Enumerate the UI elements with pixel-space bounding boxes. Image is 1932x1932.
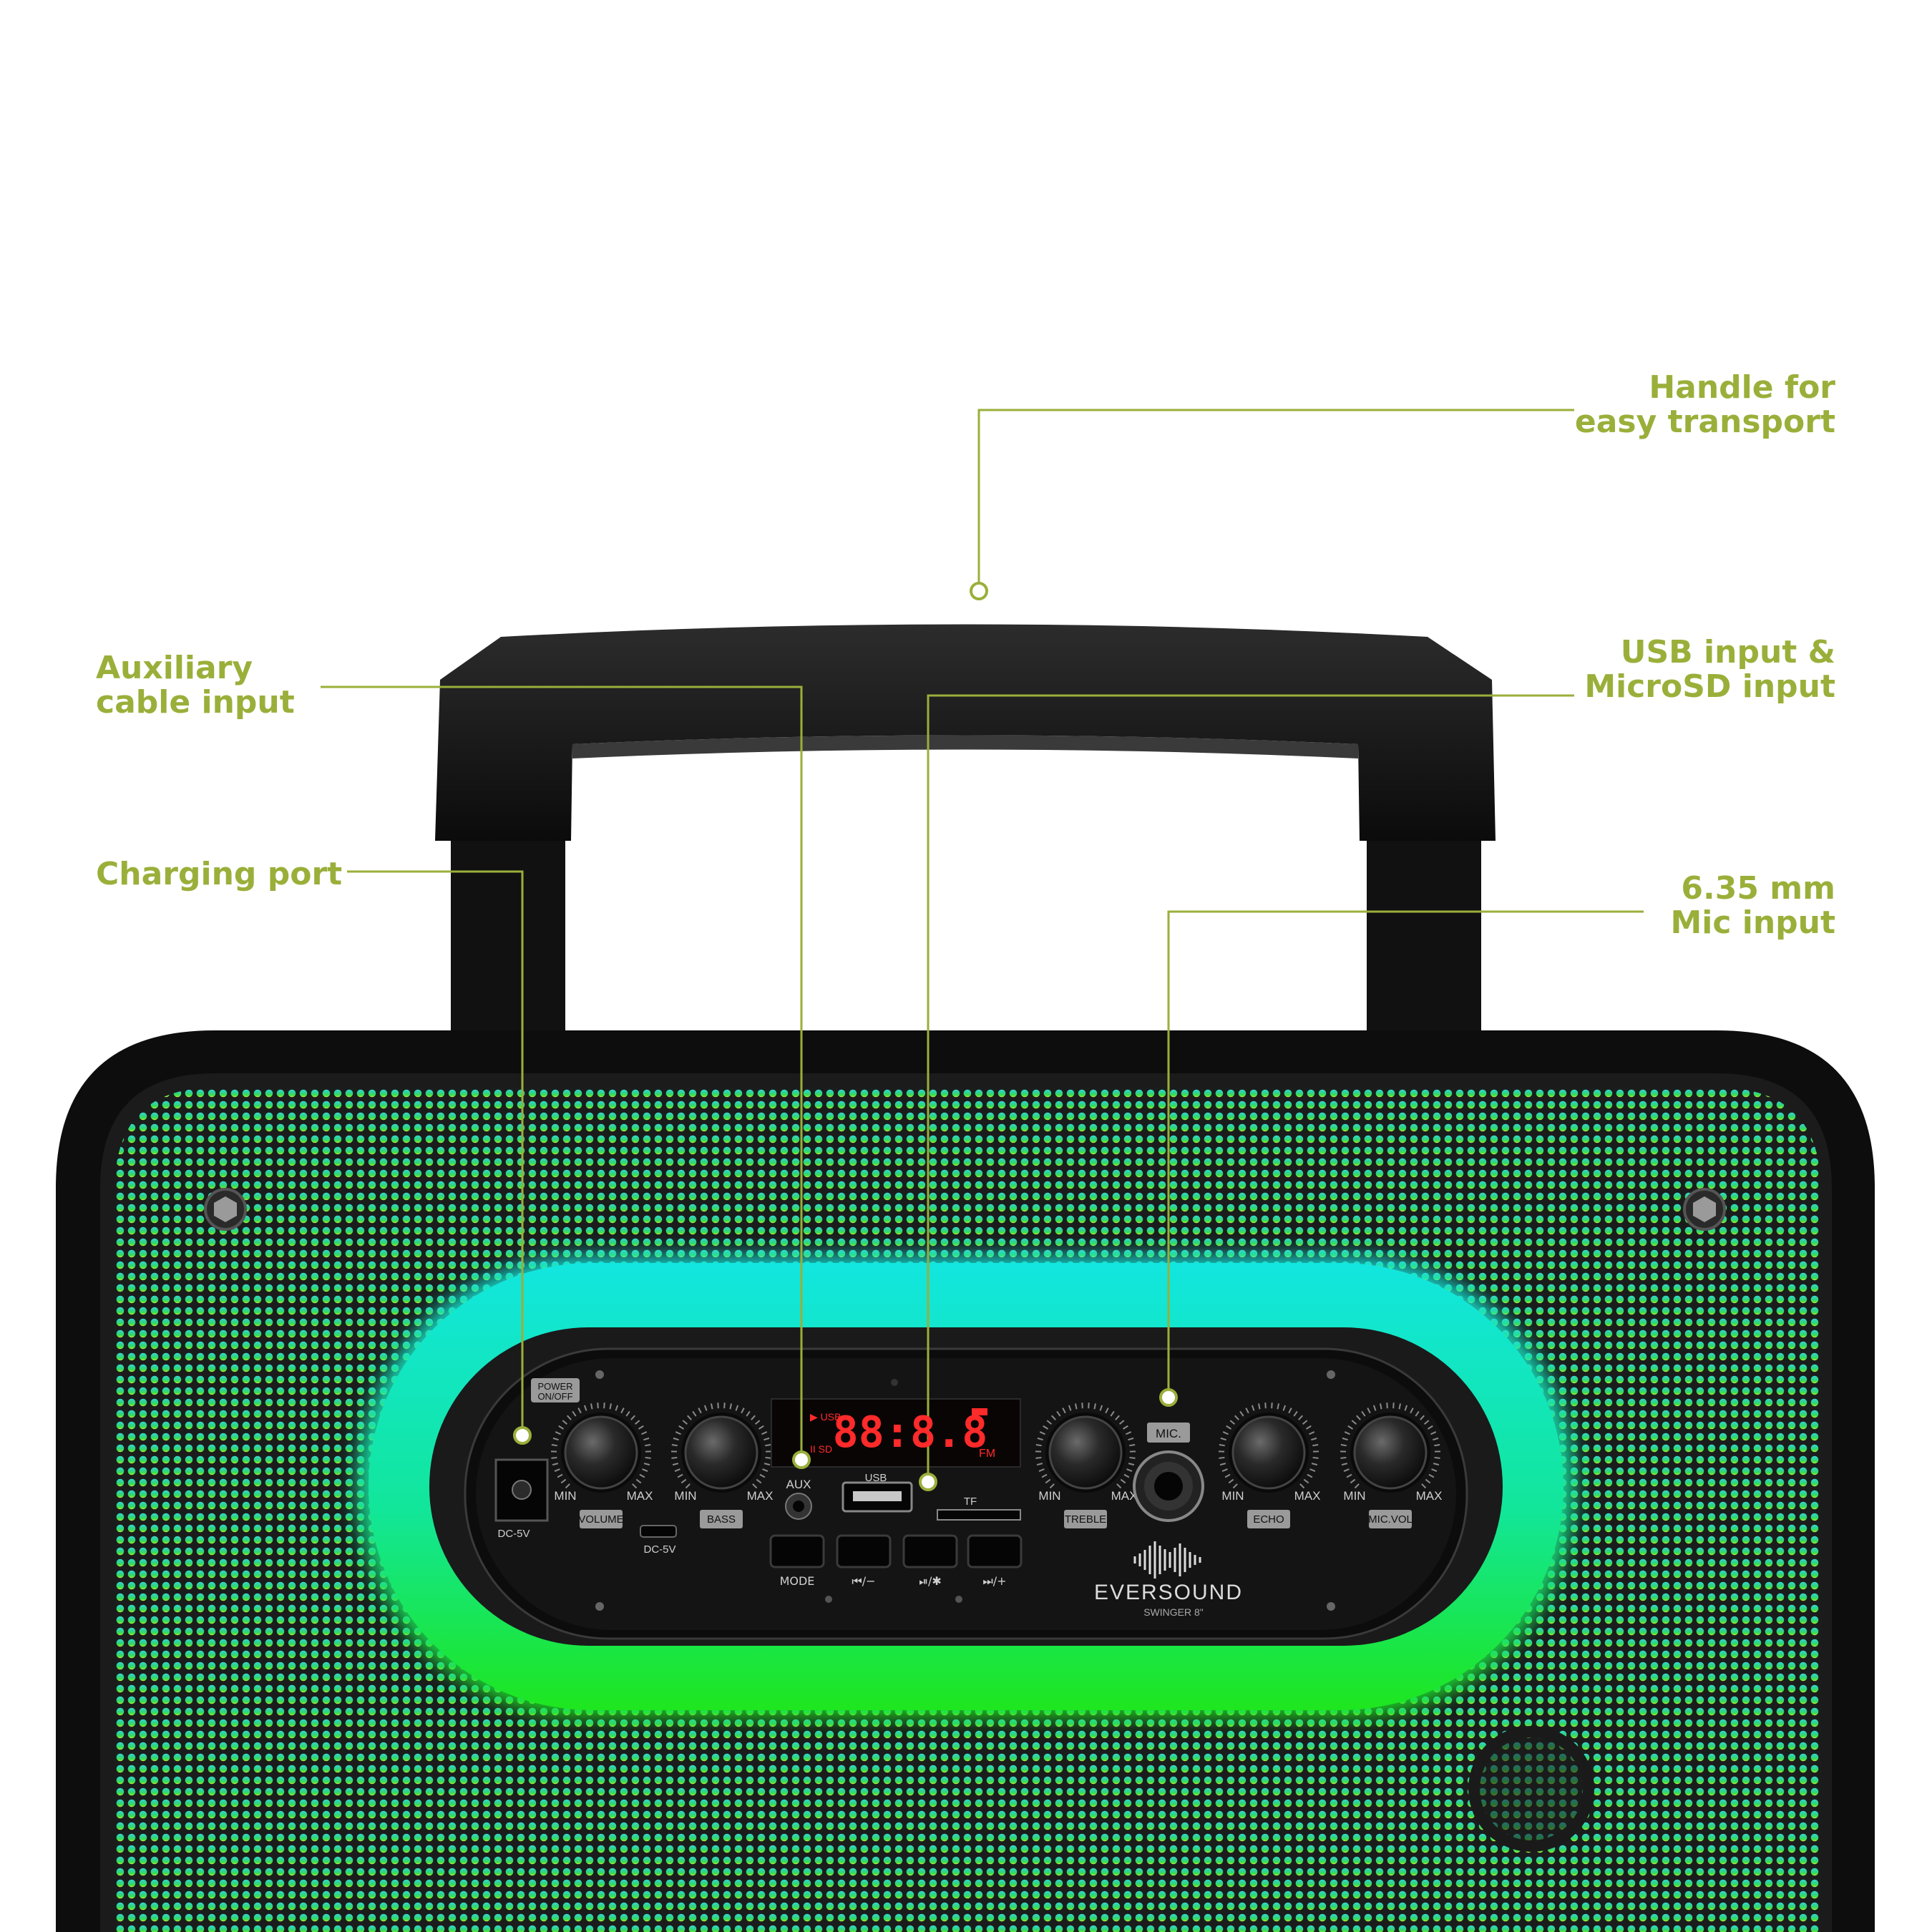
dc-label: DC-5V [497,1528,530,1540]
aux-jack[interactable] [785,1493,812,1520]
dc-power-jack[interactable] [494,1458,549,1522]
knob-label-badge [1247,1510,1290,1528]
model-name: SWINGER 8" [1143,1606,1204,1618]
knob-echo[interactable]: MIN MAX ECHO [1218,1402,1321,1528]
callout-lines [321,409,1644,1482]
knob-min-label: MIN [1343,1489,1365,1503]
knob-max-label: MAX [1294,1489,1321,1503]
panel-button-label: ⏯/✱ [919,1574,942,1588]
callout-mic: 6.35 mm Mic input [1478,872,1835,940]
knob-label-badge [1369,1510,1412,1528]
power-label-line2: ON/OFF [537,1391,572,1402]
vent-grille [1468,1726,1594,1852]
callout-aux-line1: Auxiliary [96,650,253,686]
mic-label: MIC. [1156,1427,1181,1440]
knob-bass[interactable]: MIN MAX BASS [670,1402,774,1528]
brand-logo-icon [1133,1541,1201,1579]
dc-label-micro: DC-5V [643,1543,675,1556]
knob-min-label: MIN [1038,1489,1060,1503]
brand-name: EVERSOUND [1094,1581,1243,1604]
knob-label: MIC.VOL [1368,1513,1413,1526]
callout-mic-line1: 6.35 mm [1681,870,1835,907]
panel-button[interactable]: ⏭/+ [967,1534,1023,1588]
callout-handle-line1: Handle for [1649,369,1835,406]
panel-labels: POWER ON/OFF DC-5V DC-5V AUX USB TF MIC.… [497,1381,1243,1618]
usb-port[interactable] [841,1481,913,1513]
callout-usb: USB input & MicroSD input [1478,635,1835,704]
indicator-led [955,1596,962,1603]
display-usb-indicator: ▶ USB [810,1411,841,1423]
power-label-line1: POWER [537,1381,572,1392]
knob-max-label: MAX [1111,1489,1138,1503]
knob-volume[interactable]: MIN MAX VOLUME [550,1402,653,1528]
callout-usb-line1: USB input & [1620,634,1835,670]
panel-button-label: ⏮/− [852,1574,875,1588]
carry-handle[interactable] [435,624,1496,1045]
led-display [771,1398,1021,1468]
knob-label: ECHO [1253,1513,1284,1526]
knob-label: TREBLE [1065,1513,1106,1526]
screw-left-icon [204,1188,247,1231]
panel-button[interactable]: MODE [769,1534,825,1588]
display-digits: 88:8.8 [833,1407,988,1458]
mic-jack[interactable] [1133,1450,1204,1522]
callout-charging: Charging port [96,857,382,892]
microsd-slot[interactable] [937,1509,1021,1521]
aux-label: AUX [786,1478,811,1491]
knob-label-badge [1064,1510,1107,1528]
panel-button-label: MODE [780,1574,815,1588]
callout-aux: Auxiliary cable input [96,651,382,720]
knob-min-label: MIN [554,1489,576,1503]
callout-handle-line2: easy transport [1574,404,1835,440]
knob-label-badge [700,1510,743,1528]
callout-usb-line2: MicroSD input [1584,668,1835,705]
panel-button-label: ⏭/+ [982,1574,1006,1588]
callout-charging-line1: Charging port [96,856,343,892]
callout-dots [513,582,1178,1491]
micro-usb-port[interactable] [640,1525,677,1538]
knob-label: BASS [707,1513,736,1526]
callout-aux-line2: cable input [96,684,295,721]
panel-button[interactable]: ⏯/✱ [902,1534,958,1588]
knob-min-label: MIN [674,1489,696,1503]
knob-min-label: MIN [1221,1489,1244,1503]
knob-treble[interactable]: MIN MAX TREBLE [1035,1402,1137,1528]
display-sd-indicator: II SD [810,1443,832,1455]
mic-label-badge [1147,1423,1190,1443]
display-fm-indicator: FM [979,1448,995,1460]
screw-right-icon [1683,1188,1726,1231]
panel-button[interactable]: ⏮/− [836,1534,892,1588]
usb-label: USB [865,1472,887,1484]
knob-max-label: MAX [747,1489,774,1503]
callout-mic-line2: Mic input [1670,904,1835,941]
power-label-badge [531,1378,580,1402]
knob-max-label: MAX [1416,1489,1443,1503]
knob-label-badge [580,1510,623,1528]
indicator-led [825,1596,832,1603]
button-group: MODE ⏮/− ⏯/✱ ⏭/+ [769,1534,1023,1603]
callout-handle: Handle for easy transport [1478,371,1835,439]
knob-label: VOLUME [578,1513,623,1526]
tf-label: TF [964,1496,977,1508]
knob-max-label: MAX [627,1489,653,1503]
